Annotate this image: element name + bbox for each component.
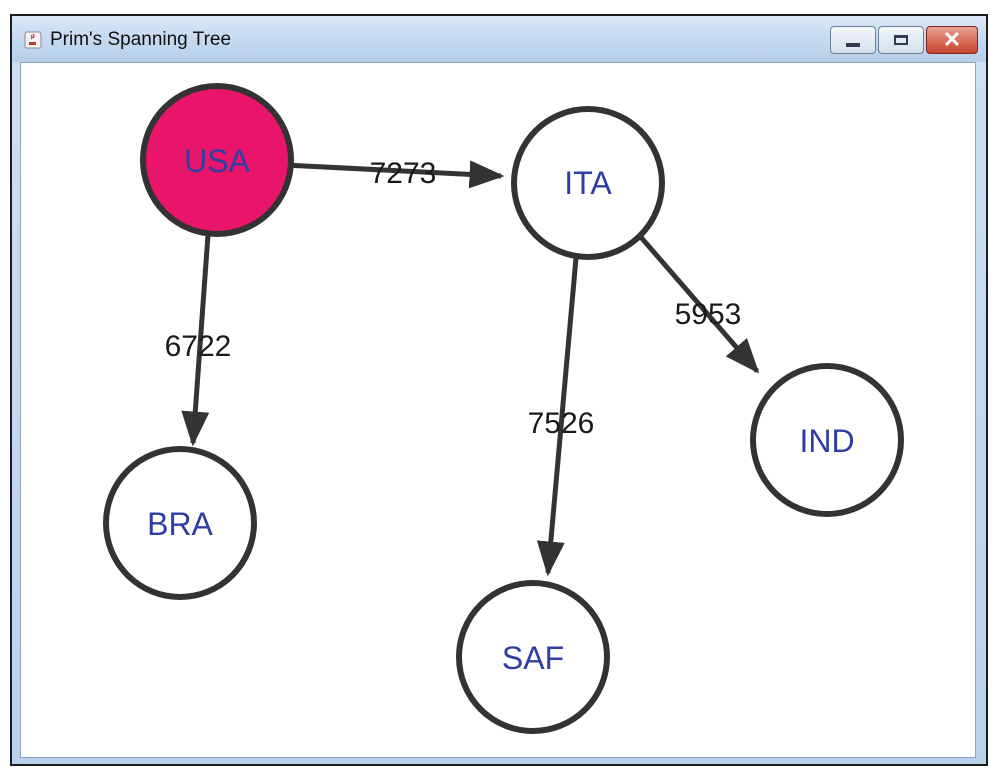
close-icon: ✕ <box>942 27 962 52</box>
node-saf[interactable]: SAF <box>456 580 610 734</box>
node-ind[interactable]: IND <box>750 363 904 517</box>
spanning-tree-graph: USA ITA BRA IND SAF 7273 6722 <box>103 83 904 734</box>
edge-ita-ind[interactable] <box>637 233 760 374</box>
node-label-usa: USA <box>184 143 250 179</box>
node-label-ind: IND <box>799 423 854 459</box>
app-window: Prim's Spanning Tree ✕ <box>10 14 988 766</box>
edge-usa-ita[interactable] <box>284 160 505 189</box>
edge-weight-ita-ind: 5953 <box>675 298 742 331</box>
edge-labels: 7273 6722 7526 5953 <box>165 157 742 440</box>
edge-usa-bra[interactable] <box>181 234 211 447</box>
node-usa-circle[interactable] <box>140 83 294 237</box>
window-title: Prim's Spanning Tree <box>50 29 232 50</box>
node-label-bra: BRA <box>147 506 213 542</box>
edge-weight-usa-bra: 6722 <box>165 330 232 363</box>
edges <box>181 160 760 577</box>
title-bar[interactable]: Prim's Spanning Tree ✕ <box>12 16 986 62</box>
node-usa[interactable]: USA <box>140 83 294 237</box>
node-label-ita: ITA <box>564 165 612 201</box>
maximize-button[interactable] <box>878 26 924 54</box>
java-app-icon <box>24 31 42 49</box>
edge-ita-saf[interactable] <box>536 257 579 577</box>
maximize-icon <box>894 35 908 45</box>
minimize-icon <box>846 43 860 47</box>
node-saf-circle[interactable] <box>456 580 610 734</box>
edge-weight-ita-saf: 7526 <box>528 407 595 440</box>
node-ita[interactable]: ITA <box>511 106 665 260</box>
node-bra[interactable]: BRA <box>103 446 257 600</box>
node-bra-circle[interactable] <box>103 446 257 600</box>
node-ind-circle[interactable] <box>750 363 904 517</box>
node-ita-circle[interactable] <box>511 106 665 260</box>
graph-canvas[interactable]: USA ITA BRA IND SAF 7273 6722 <box>20 62 976 758</box>
node-label-saf: SAF <box>502 640 564 676</box>
minimize-button[interactable] <box>830 26 876 54</box>
edge-weight-usa-ita: 7273 <box>370 157 437 190</box>
close-button[interactable]: ✕ <box>926 26 978 54</box>
